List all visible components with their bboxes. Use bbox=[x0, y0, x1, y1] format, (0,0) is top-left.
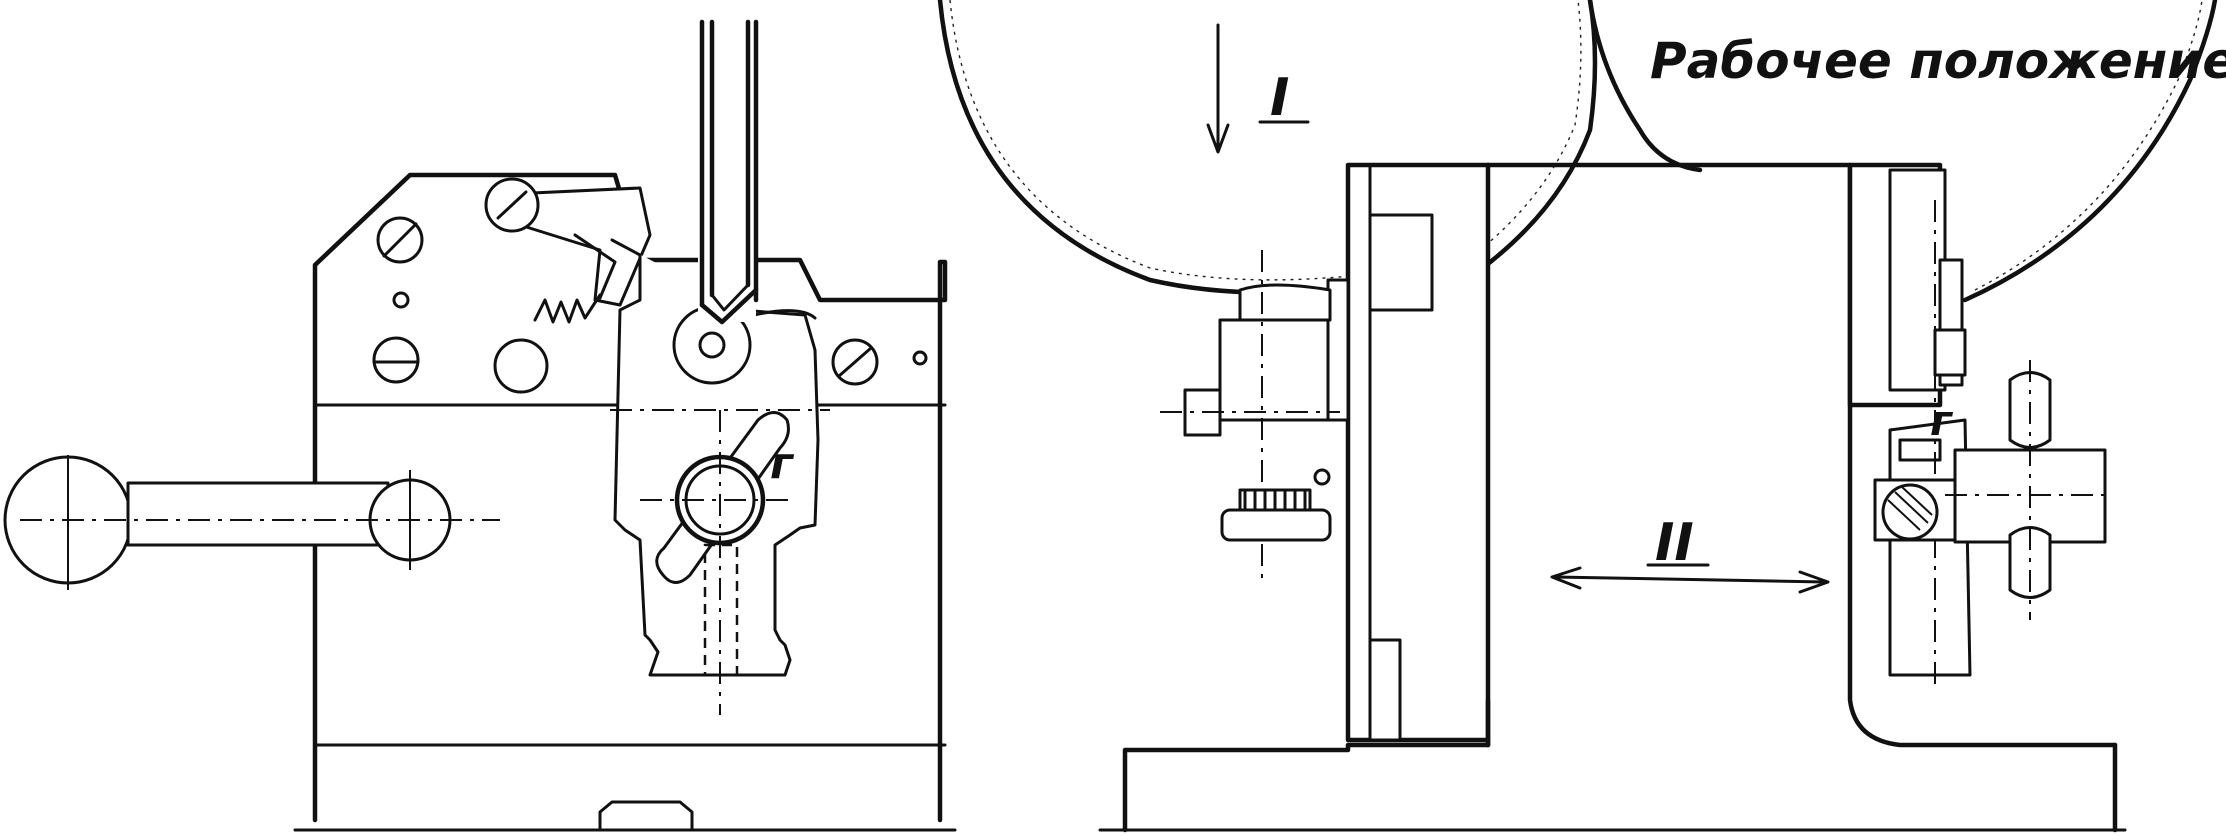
main-plate bbox=[1345, 162, 1491, 743]
right-base bbox=[1098, 697, 2127, 833]
right-disc bbox=[1587, 0, 2218, 303]
cross-bolt bbox=[1873, 360, 2110, 620]
left-base-slot bbox=[598, 800, 694, 832]
pivot-hole bbox=[493, 338, 549, 394]
small-hole-left bbox=[392, 291, 410, 309]
right-column bbox=[1847, 162, 1972, 690]
arrow-one-icon bbox=[1206, 23, 1230, 154]
shoe-block bbox=[1160, 250, 1350, 580]
right-view: I II г Рабочее положение bbox=[937, 0, 2226, 833]
operating-handle bbox=[3, 455, 500, 590]
left-disc bbox=[937, 0, 1598, 296]
left-view: г bbox=[3, 19, 957, 832]
knurled-knob bbox=[1220, 468, 1332, 542]
roller bbox=[672, 305, 817, 385]
left-body-outline bbox=[312, 172, 948, 823]
central-web bbox=[1485, 162, 2118, 748]
screw-head-upper bbox=[376, 216, 424, 264]
part-letter-right: г bbox=[1930, 396, 1954, 445]
spring-lever bbox=[484, 177, 652, 307]
small-hole-right bbox=[912, 350, 928, 366]
arrow-two-icon bbox=[1550, 566, 1830, 594]
part-letter-left: г bbox=[770, 438, 795, 489]
direction-one-label: I bbox=[1270, 68, 1289, 128]
direction-two-label: II bbox=[1655, 513, 1694, 573]
screw-head-right bbox=[831, 338, 879, 386]
screw-head-lower bbox=[372, 336, 420, 384]
working-position-label: Рабочее положение bbox=[1650, 32, 2226, 90]
coil-spring bbox=[533, 293, 602, 324]
feed-strip bbox=[698, 19, 759, 325]
